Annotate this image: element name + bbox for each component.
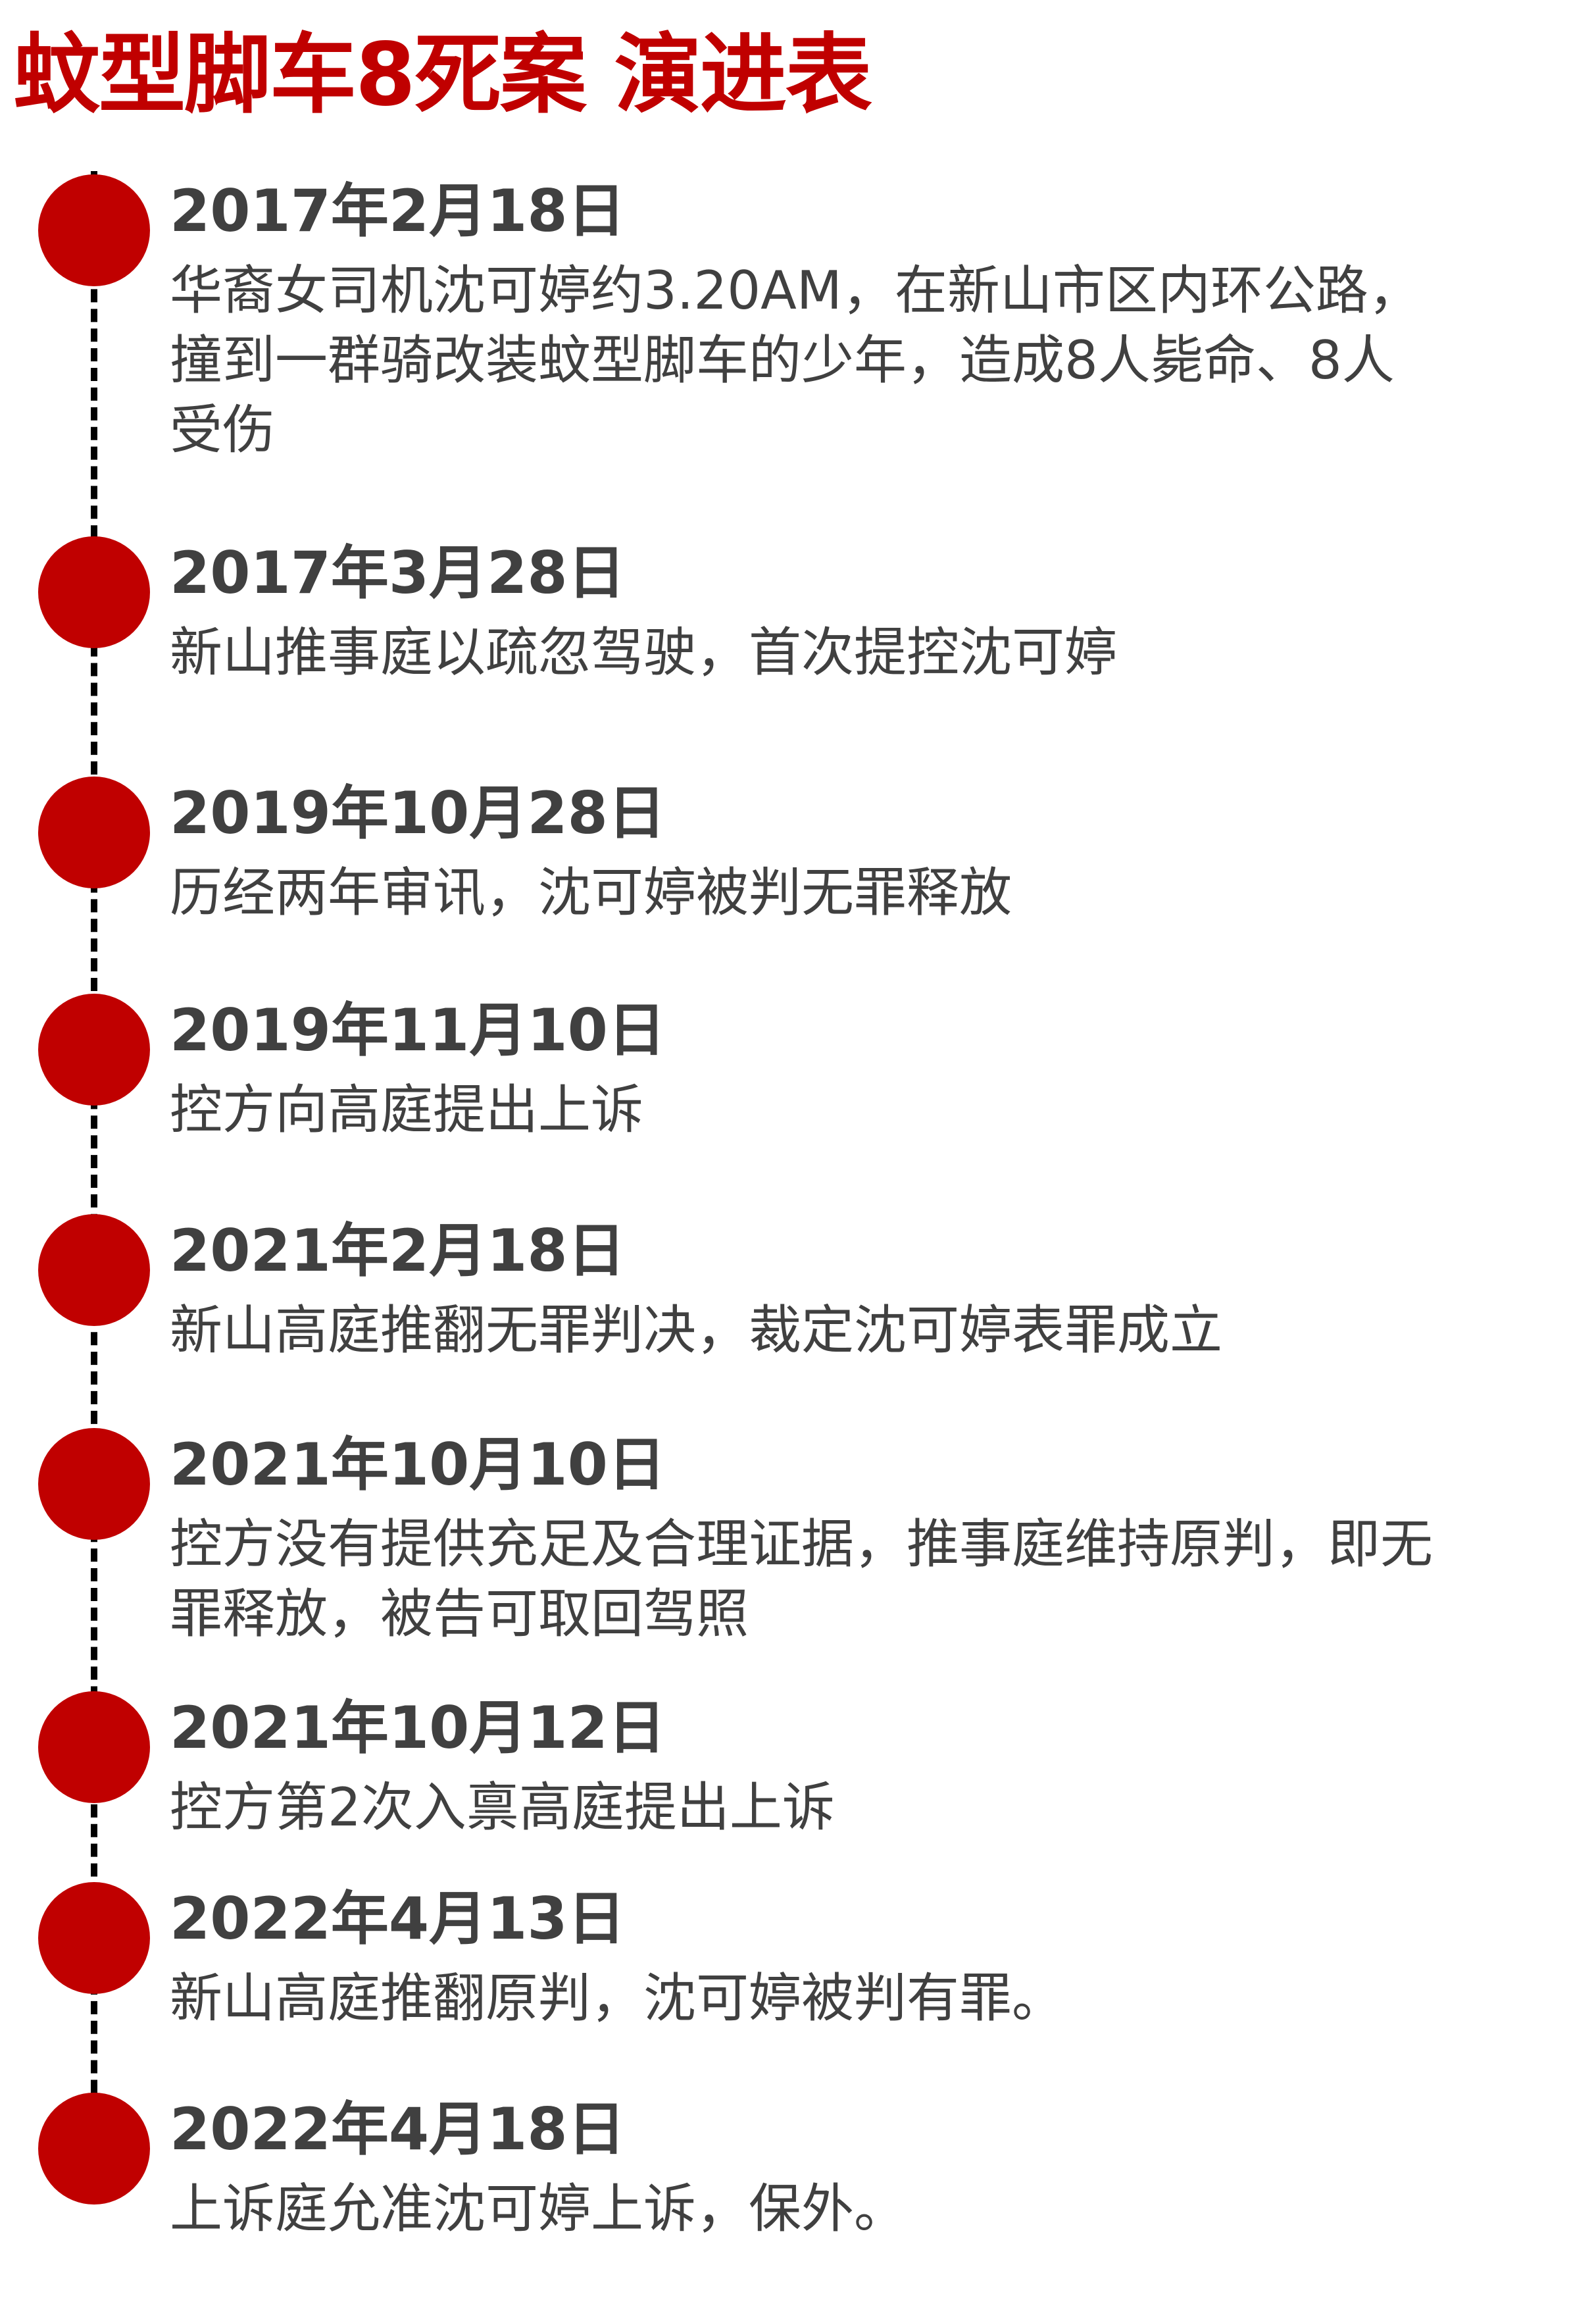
event-description: 新山高庭推翻无罪判决，裁定沈可婷表罪成立 [170,1300,1222,1361]
event-description: 控方第2次入禀高庭提出上诉 [170,1777,835,1838]
event-date: 2021年2月18日 [170,1217,626,1285]
event-date: 2019年11月10日 [170,996,666,1064]
event-description: 上诉庭允准沈可婷上诉，保外。 [170,2178,907,2239]
event-date: 2022年4月18日 [170,2095,626,2163]
timeline-dot [38,1428,150,1540]
timeline-dot [38,536,150,648]
event-date: 2017年3月28日 [170,539,626,607]
event-description: 华裔女司机沈可婷约3.20AM，在新山市区内环公路，撞到一群骑改装蚊型脚车的少年… [170,260,1421,461]
event-date: 2019年10月28日 [170,779,666,847]
timeline-dot [38,174,150,286]
timeline-dot [38,2093,150,2205]
timeline-dot [38,777,150,888]
timeline-dot [38,1214,150,1326]
timeline-dot [38,1691,150,1803]
timeline-dashed-line [91,171,97,2191]
timeline-dot [38,1882,150,1994]
event-description: 历经两年审讯，沈可婷被判无罪释放 [170,862,1012,923]
event-date: 2021年10月12日 [170,1694,666,1762]
event-date: 2022年4月13日 [170,1885,626,1952]
timeline-dot [38,994,150,1106]
event-description: 控方没有提供充足及合理证据，推事庭维持原判，即无罪释放，被告可取回驾照 [170,1514,1433,1645]
event-description: 新山高庭推翻原判，沈可婷被判有罪。 [170,1968,1064,2029]
event-description: 控方向高庭提出上诉 [170,1079,643,1140]
event-date: 2017年2月18日 [170,177,626,245]
event-date: 2021年10月10日 [170,1431,666,1498]
page-title: 蚊型脚车8死案 演进表 [13,24,872,126]
event-description: 新山推事庭以疏忽驾驶，首次提控沈可婷 [170,622,1117,683]
